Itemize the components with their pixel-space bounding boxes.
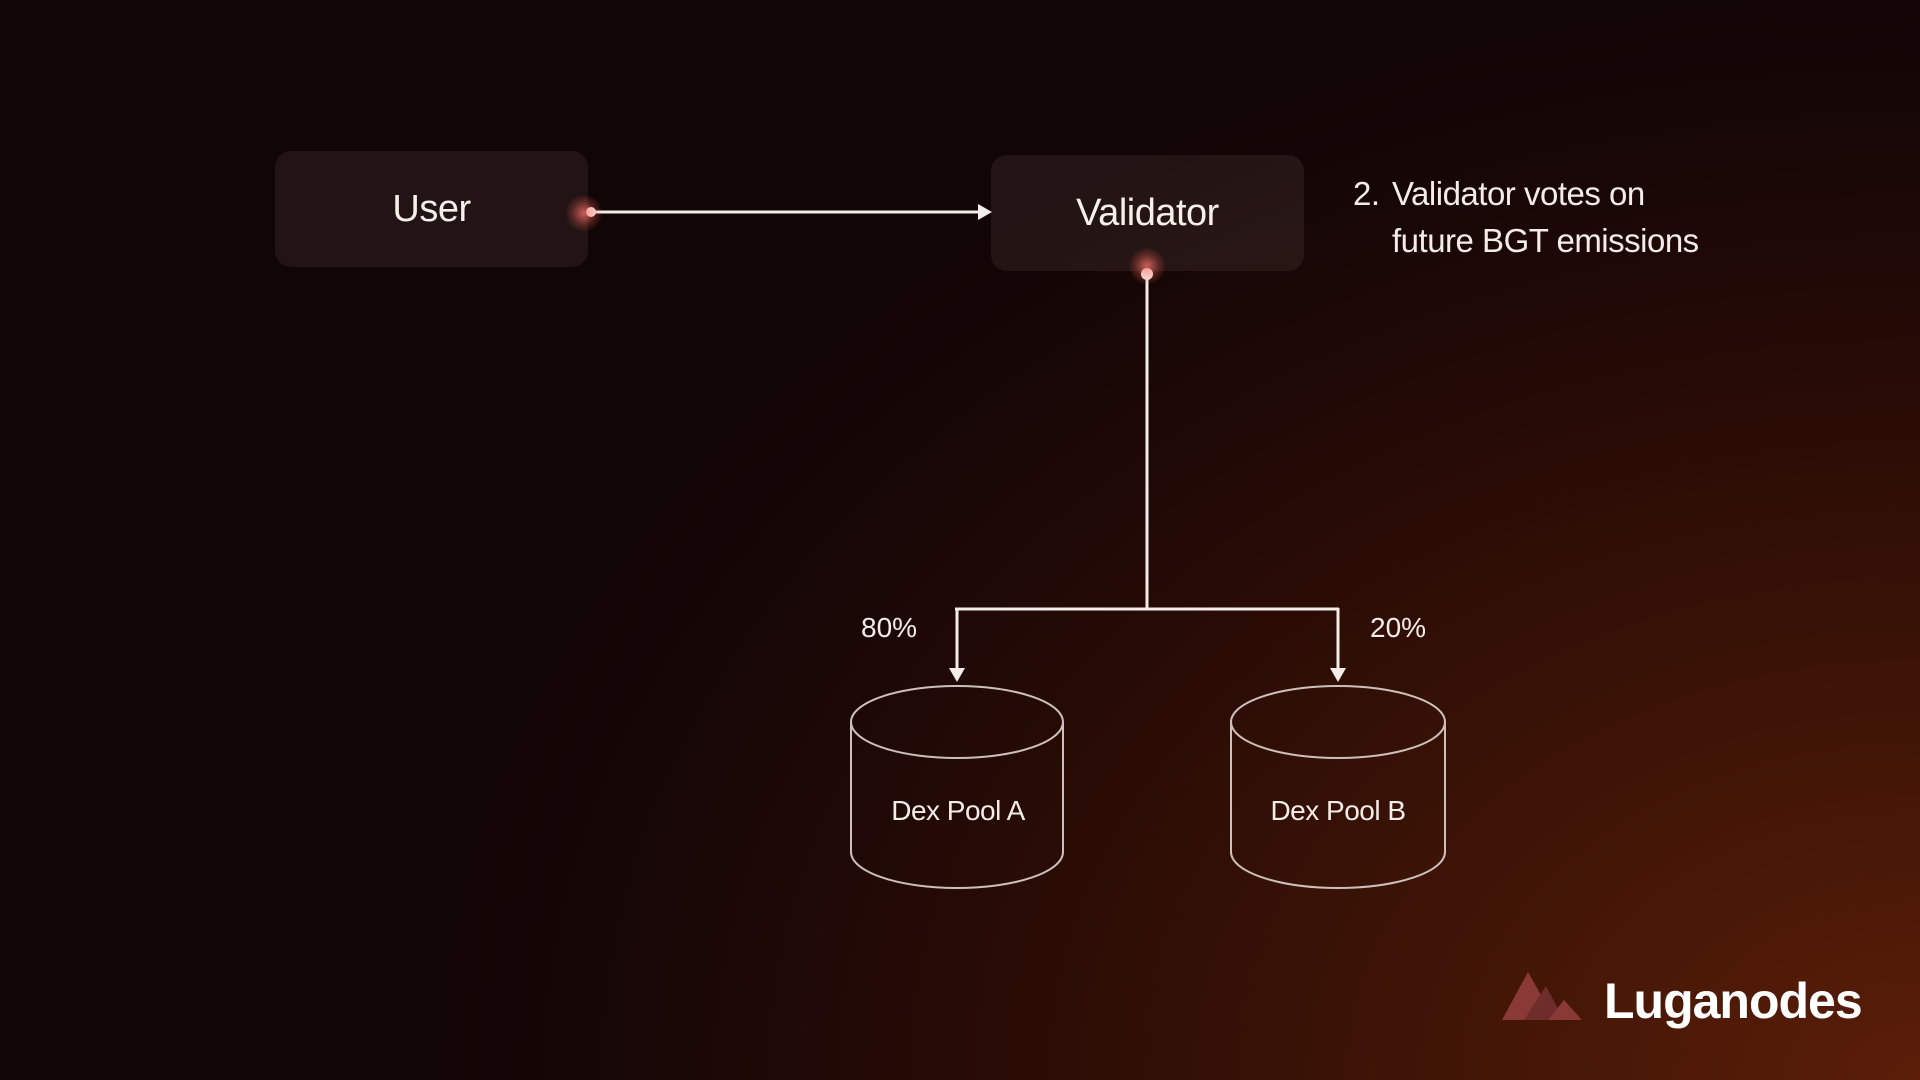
brand-name: Luganodes	[1604, 973, 1863, 1029]
step-number: 2.	[1353, 175, 1380, 212]
dex-pool-a-cylinder	[850, 685, 1064, 889]
step-text-line-1: Validator votes on	[1392, 175, 1645, 212]
mountain-peaks-icon	[1502, 972, 1582, 1020]
pool-b-percent: 20%	[1370, 612, 1427, 643]
branch-a-arrowhead	[949, 668, 965, 682]
user-node-label: User	[392, 187, 471, 230]
validator-node: Validator	[991, 155, 1304, 271]
branch-b-arrowhead	[1330, 668, 1346, 682]
pool-a-percent: 80%	[861, 612, 918, 643]
validator-arrowhead	[978, 204, 992, 220]
user-node: User	[275, 151, 588, 267]
dex-pool-b-label: Dex Pool B	[1270, 795, 1406, 826]
dex-pool-a-label: Dex Pool A	[891, 795, 1025, 826]
validator-node-label: Validator	[1076, 191, 1219, 234]
dex-pool-b-cylinder	[1230, 685, 1446, 889]
step-text-line-2: future BGT emissions	[1392, 222, 1699, 259]
